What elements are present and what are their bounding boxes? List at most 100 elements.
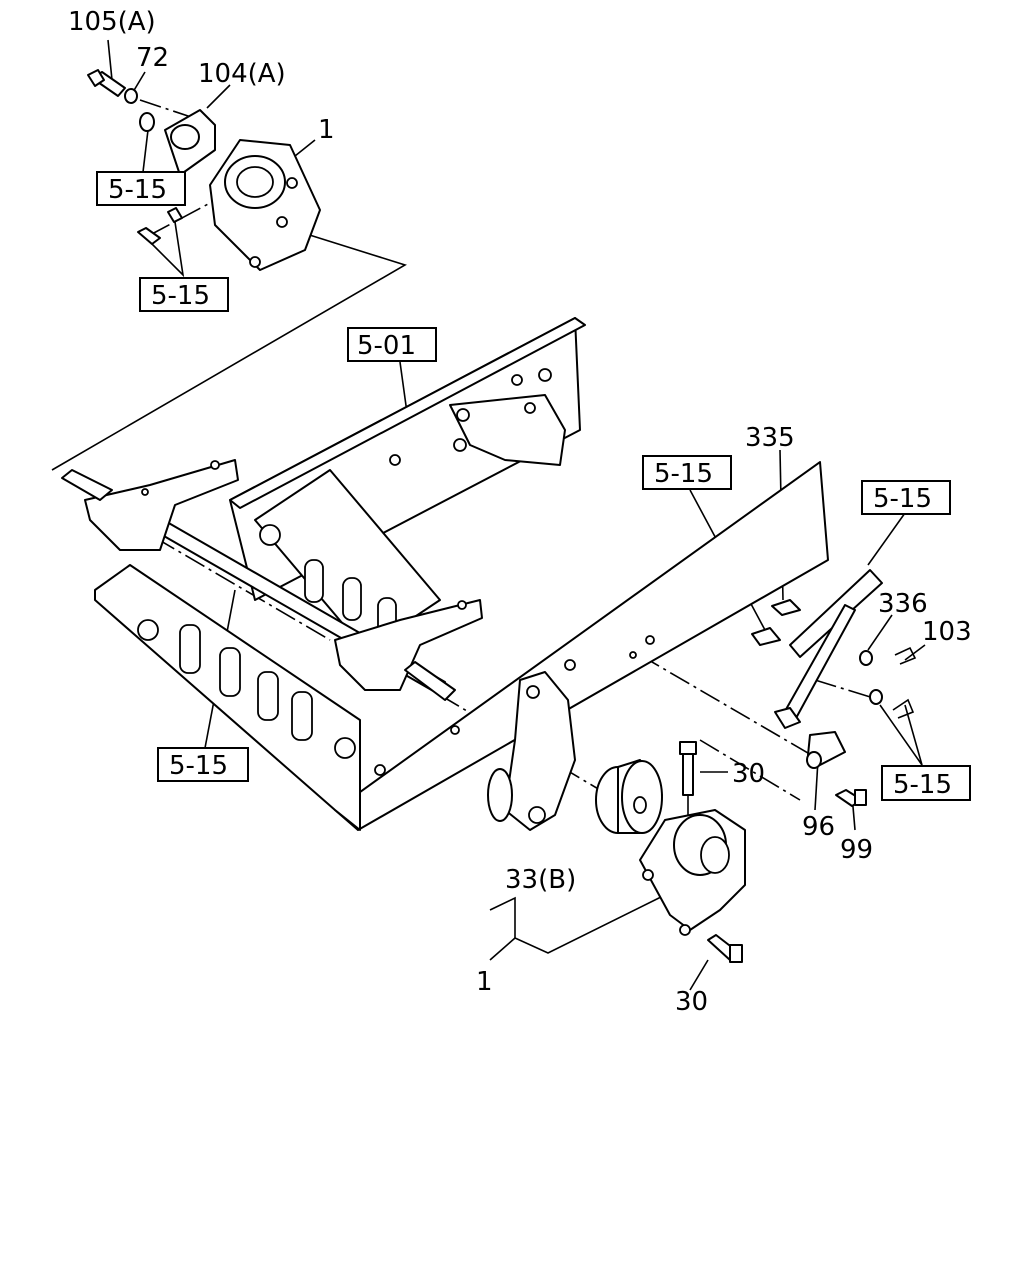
label-1-top[interactable]: 1 <box>318 115 335 145</box>
rail-hole-c <box>564 659 576 671</box>
ref-box-515-c[interactable]: 5-15 <box>157 747 249 782</box>
ref-box-515-a[interactable]: 5-15 <box>96 171 186 206</box>
rod-end-eye <box>806 751 822 769</box>
bolt-99-head <box>854 789 867 806</box>
upper-rail-flange <box>229 317 586 509</box>
side-nut-upper <box>167 207 183 223</box>
washer-72 <box>124 88 138 104</box>
ref-box-501-text: 5-01 <box>357 331 416 361</box>
cutout-6 <box>342 577 362 621</box>
ref-box-515-d-frame <box>642 455 732 490</box>
pin-335 <box>771 599 801 616</box>
shackle-plate <box>504 671 576 831</box>
ref-box-501[interactable]: 5-01 <box>347 327 437 362</box>
label-99[interactable]: 99 <box>840 835 873 865</box>
leader-515e <box>867 512 906 566</box>
washer-lower <box>869 689 883 705</box>
centerline-rear-bushing <box>439 694 601 791</box>
ref-box-515-f-text: 5-15 <box>893 770 952 800</box>
clip-103 <box>894 646 917 665</box>
bushing-33b-bore <box>633 796 647 814</box>
leader-96 <box>814 759 819 811</box>
right-bracket-hole <box>457 600 467 610</box>
shackle-arm <box>487 671 576 831</box>
flange-104a-boss <box>170 124 200 150</box>
beam-hole-1 <box>137 619 159 641</box>
stabilizer-right-bracket <box>334 599 483 691</box>
stabilizer-left-bracket <box>84 459 239 551</box>
leader-515f <box>879 704 923 766</box>
bolt-30-lower-head <box>729 944 743 963</box>
cutout-5 <box>304 559 324 603</box>
ref-box-501-frame <box>347 327 437 362</box>
label-96[interactable]: 96 <box>802 812 835 842</box>
o-ring-upper <box>139 112 155 132</box>
stabilizer-left-stub <box>61 469 113 501</box>
ref-box-515-f[interactable]: 5-15 <box>881 765 971 801</box>
front-cross-beam <box>94 564 361 831</box>
ref-box-515-c-text: 5-15 <box>169 751 228 781</box>
ref-box-515-b[interactable]: 5-15 <box>139 277 229 312</box>
lower-mount-hole-1 <box>642 869 654 881</box>
part-labels: 105(A) 72 104(A) 1 335 336 103 30 96 99 … <box>68 7 972 1017</box>
rail-hole-f <box>450 725 460 735</box>
leader-1-bottom <box>489 894 666 954</box>
label-103[interactable]: 103 <box>922 617 972 647</box>
leader-103 <box>904 644 926 661</box>
leader-105a <box>107 39 113 81</box>
ref-box-515-a-frame <box>96 171 186 206</box>
rail-hole-g <box>629 651 637 659</box>
lower-mount-bushing-bore <box>700 836 730 874</box>
ref-box-515-e-frame <box>861 480 951 515</box>
clip-lower <box>892 698 915 719</box>
washer-336 <box>859 650 873 666</box>
ref-box-515-f-frame <box>881 765 971 801</box>
rail-bracket-hole-2 <box>453 438 467 452</box>
ref-box-515-b-frame <box>139 277 229 312</box>
stabilizer-bar <box>61 459 483 701</box>
upper-mount-hole-3 <box>249 256 261 268</box>
beam-hole-2 <box>334 737 356 759</box>
linkage-assembly <box>751 569 917 807</box>
rail-hole-e <box>374 764 386 776</box>
leader-1-bottom-tail <box>489 937 516 961</box>
centerline-rod <box>699 739 801 801</box>
rail-bracket-hole <box>456 408 470 422</box>
lever-link <box>789 569 883 658</box>
label-1-bottom[interactable]: 1 <box>476 967 493 997</box>
bolt-30-upper <box>682 752 694 796</box>
ref-box-515-d-text: 5-15 <box>654 459 713 489</box>
leader-336 <box>867 614 893 651</box>
rod-end-upper <box>774 707 801 729</box>
leader-upper-mount <box>51 231 407 471</box>
label-105a[interactable]: 105(A) <box>68 7 156 37</box>
rail-hole-d <box>645 635 655 645</box>
leader-515a <box>142 129 149 173</box>
left-bracket-hole-2 <box>141 488 149 496</box>
ref-box-515-c-frame <box>157 747 249 782</box>
label-72[interactable]: 72 <box>136 43 169 73</box>
ref-box-515-d[interactable]: 5-15 <box>642 455 732 490</box>
lower-mount-hole-2 <box>679 924 691 936</box>
rail-bracket-hole-3 <box>538 368 552 382</box>
label-30-lower[interactable]: 30 <box>675 987 708 1017</box>
rail-hole-b <box>511 374 523 386</box>
ref-box-515-e-text: 5-15 <box>873 484 932 514</box>
ref-box-515-a-text: 5-15 <box>108 175 167 205</box>
cutout-3 <box>257 671 279 721</box>
stabilizer-right-stub <box>404 661 456 701</box>
label-104a[interactable]: 104(A) <box>198 59 286 89</box>
rail-hole-a <box>389 454 401 466</box>
label-335[interactable]: 335 <box>745 423 795 453</box>
label-33b[interactable]: 33(B) <box>505 865 576 895</box>
label-30-upper[interactable]: 30 <box>732 759 765 789</box>
label-336[interactable]: 336 <box>878 589 928 619</box>
shackle-lower-hole <box>528 806 546 824</box>
leader-515b <box>149 221 185 278</box>
ref-box-515-b-text: 5-15 <box>151 281 210 311</box>
side-bolt-upper <box>137 227 161 245</box>
upper-mount-hole-2 <box>276 216 288 228</box>
ref-box-515-e[interactable]: 5-15 <box>861 480 951 515</box>
